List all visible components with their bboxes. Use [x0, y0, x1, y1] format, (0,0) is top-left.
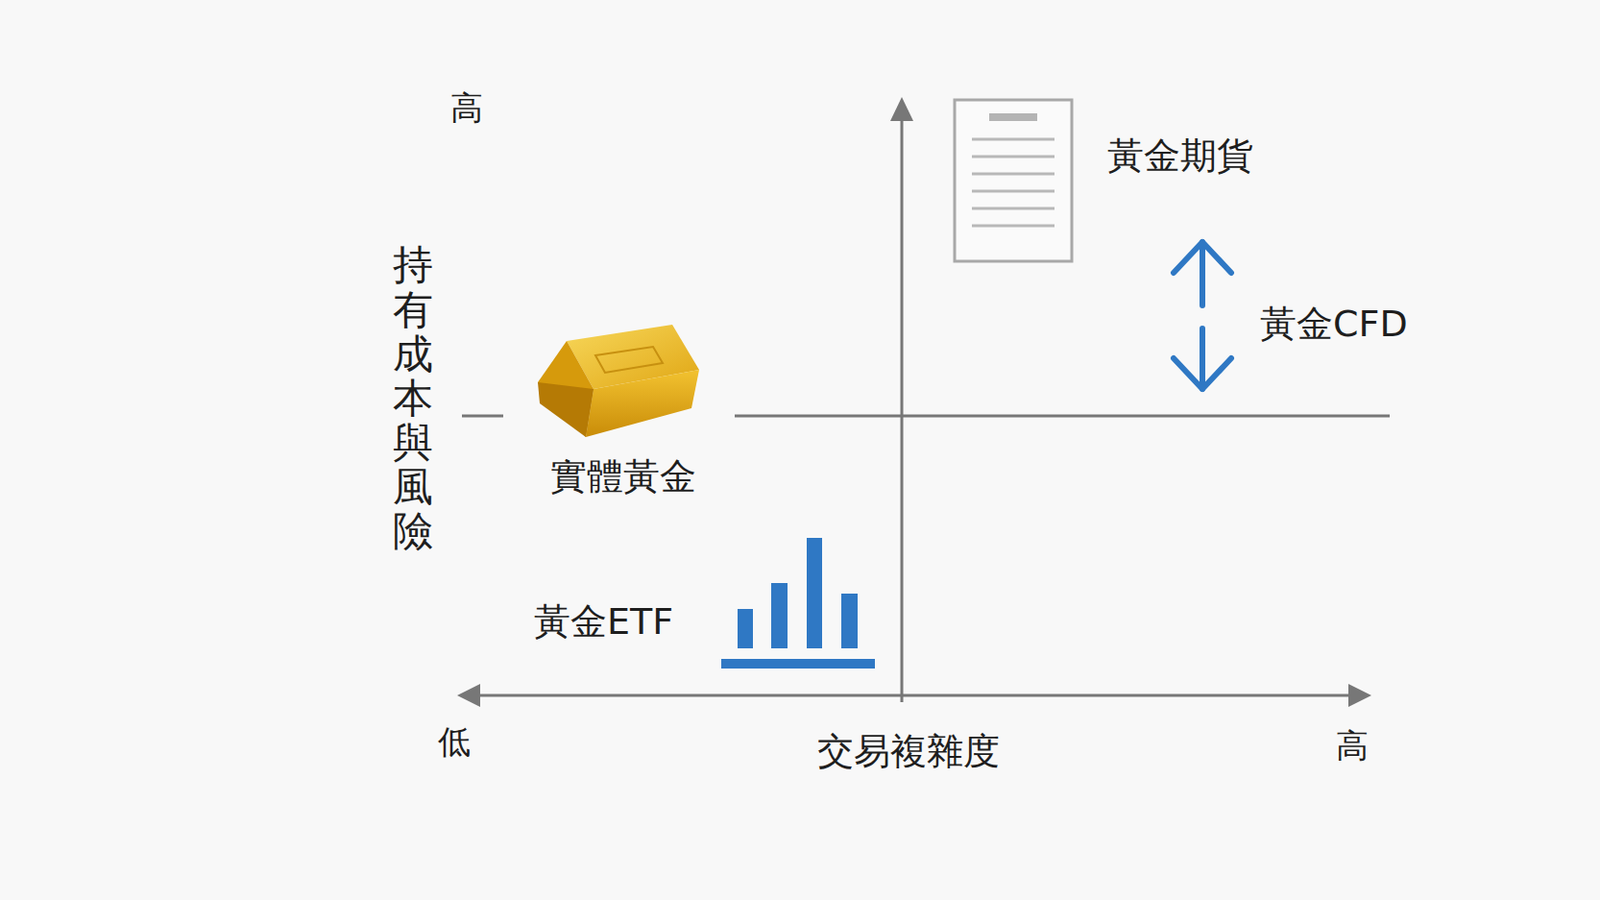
item-label: 黃金CFD [1260, 302, 1408, 347]
axis-low-label: 低 [437, 722, 471, 762]
etf-bar-icon [721, 537, 875, 669]
item-label: 實體黃金 [550, 455, 697, 500]
item-label: 黃金ETF [533, 600, 674, 645]
gold-bar-icon [537, 324, 700, 437]
item-label: 黃金期貨 [1107, 134, 1254, 179]
axis-lines [457, 96, 1390, 707]
axis-high-label: 高 [450, 88, 484, 128]
cfd-arrow-icon [1173, 242, 1232, 389]
x-axis-title: 交易複雜度 [817, 729, 1000, 775]
y-axis-title: 持有成本與風險 [392, 242, 434, 554]
axis-high-label: 高 [1335, 726, 1369, 766]
document-icon [954, 99, 1072, 262]
